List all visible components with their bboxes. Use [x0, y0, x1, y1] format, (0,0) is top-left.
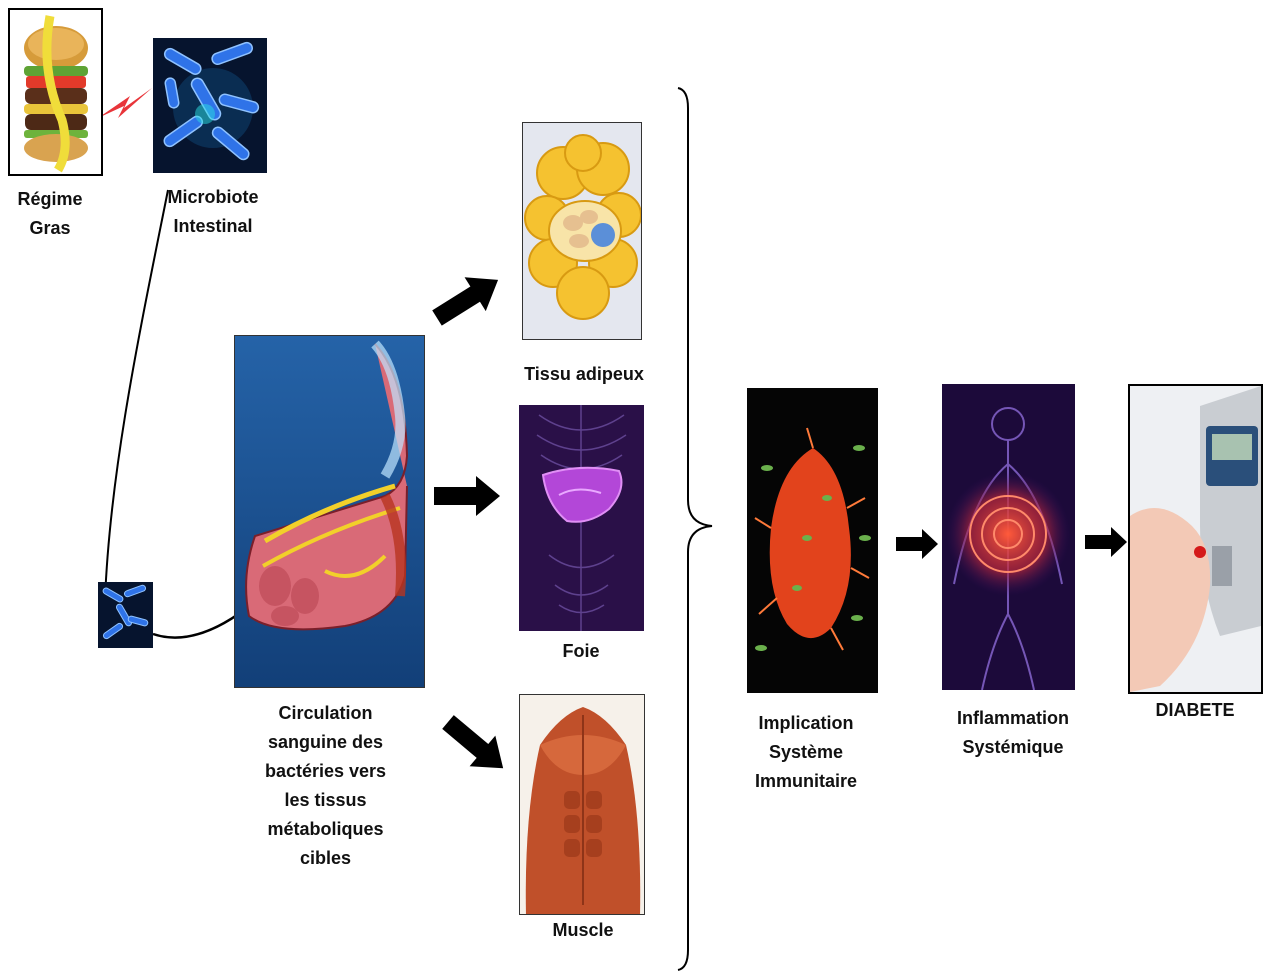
- liver-label: Foie: [545, 637, 617, 666]
- bacteria-thumbnail: [98, 582, 153, 648]
- microbiota-link-line: [105, 190, 168, 628]
- inflammation-image: [942, 384, 1075, 690]
- diabetes-image: [1128, 384, 1263, 694]
- intestine-image: [234, 335, 425, 688]
- arrow-to-inflammation: [896, 529, 938, 559]
- inflammation-label: Inflammation Systémique: [946, 704, 1080, 762]
- grouping-brace: [678, 88, 712, 970]
- glucose-meter-icon: [1130, 386, 1261, 692]
- fat-cell-icon: [523, 123, 642, 340]
- arrow-to-adipose: [426, 263, 508, 335]
- inflamed-body-icon: [942, 384, 1075, 690]
- circulation-label: Circulation sanguine des bactéries vers …: [248, 699, 403, 873]
- lightning-icon: [98, 88, 152, 118]
- microbiota-label: Microbiote Intestinal: [160, 183, 266, 241]
- arrow-to-liver: [434, 476, 500, 516]
- immune-cell-icon: [747, 388, 878, 693]
- liver-image: [519, 405, 644, 631]
- microbiota-image: [153, 38, 267, 173]
- muscle-image: [519, 694, 645, 915]
- arrow-to-diabetes: [1085, 527, 1127, 557]
- bacteria-icon: [98, 582, 153, 648]
- diabetes-label: DIABETE: [1140, 696, 1250, 725]
- adipose-label: Tissu adipeux: [512, 360, 656, 389]
- immune-label: Implication Système Immunitaire: [744, 709, 868, 796]
- muscle-label: Muscle: [540, 916, 626, 945]
- intestine-section-icon: [235, 336, 425, 688]
- bacteria-icon: [153, 38, 267, 173]
- adipose-image: [522, 122, 642, 340]
- diet-label: Régime Gras: [4, 185, 96, 243]
- liver-icon: [519, 405, 644, 631]
- muscle-torso-icon: [520, 695, 645, 915]
- diet-image: [8, 8, 103, 176]
- burger-with-tape-measure-icon: [10, 10, 101, 174]
- immune-image: [747, 388, 878, 693]
- arrow-to-muscle: [435, 707, 516, 784]
